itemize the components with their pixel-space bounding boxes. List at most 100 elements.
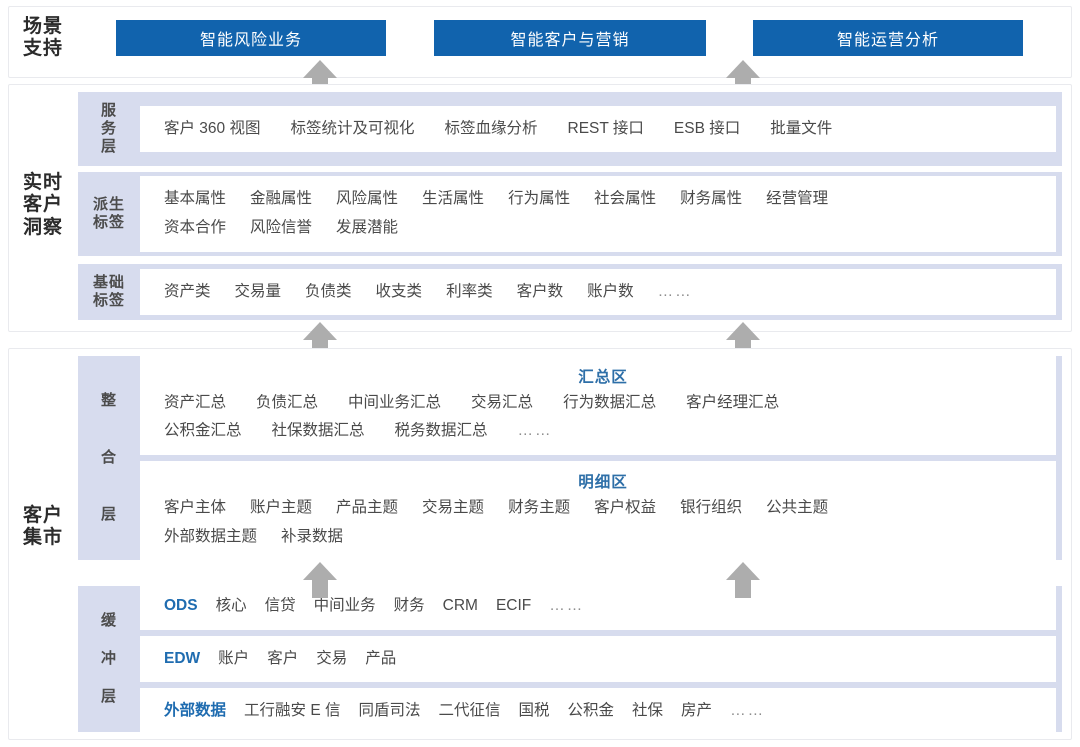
service-item[interactable]: 批量文件 xyxy=(770,119,833,137)
basic-tag-item[interactable]: 账户数 xyxy=(587,282,634,300)
detail-zone-box: 明细区 客户主体 账户主题 产品主题 交易主题 财务主题 客户权益 银行组织 公… xyxy=(140,461,1056,561)
detail-zone-item[interactable]: 客户权益 xyxy=(594,499,657,516)
service-item[interactable]: 客户 360 视图 xyxy=(164,119,261,137)
buffer-item[interactable]: 中间业务 xyxy=(313,597,376,614)
detail-zone-item[interactable]: 账户主题 xyxy=(250,499,313,516)
summary-zone-item[interactable]: 公积金汇总 xyxy=(164,422,242,440)
buffer-item[interactable]: 二代征信 xyxy=(438,702,501,720)
summary-zone-item[interactable]: 负债汇总 xyxy=(256,393,319,411)
buffer-item[interactable]: 财务 xyxy=(393,597,425,614)
buffer-source-tag-external[interactable]: 外部数据 xyxy=(164,702,227,720)
buffer-item[interactable]: 客户 xyxy=(267,649,299,667)
arrow-head xyxy=(726,562,760,580)
buffer-item[interactable]: 社保 xyxy=(632,702,664,720)
buffer-item[interactable]: 核心 xyxy=(215,597,247,614)
summary-zone-item[interactable]: 行为数据汇总 xyxy=(563,393,657,411)
service-item[interactable]: ESB 接口 xyxy=(673,119,741,137)
label-char: 服 xyxy=(100,102,117,119)
scene-button-risk-business[interactable]: 智能风险业务 xyxy=(116,20,386,56)
derived-tag-item[interactable]: 基本属性 xyxy=(164,190,227,208)
summary-zone-item[interactable]: 资产汇总 xyxy=(164,393,227,411)
derived-tag-item[interactable]: 财务属性 xyxy=(680,190,743,208)
service-layer-label: 服 务 层 xyxy=(78,92,140,166)
buffer-item[interactable]: 房产 xyxy=(681,702,713,720)
derived-tag-item[interactable]: 经营管理 xyxy=(766,190,829,208)
basic-tag-item[interactable]: 利率类 xyxy=(446,282,493,300)
basic-tag-item[interactable]: 负债类 xyxy=(305,282,352,300)
buffer-item[interactable]: 公积金 xyxy=(567,702,615,720)
group-label-scene-support: 场景 支持 xyxy=(10,16,76,61)
summary-zone-row-1: 资产汇总 负债汇总 中间业务汇总 交易汇总 行为数据汇总 客户经理汇总 xyxy=(164,389,1042,418)
group-label-realtime-insight: 实时 客户 洞察 xyxy=(10,172,76,239)
label-char: 整 xyxy=(100,391,117,409)
arrow-head xyxy=(303,562,337,580)
buffer-row-edw: EDW 账户 客户 交易 产品 xyxy=(140,635,1056,683)
buffer-source-tag-edw[interactable]: EDW xyxy=(164,649,201,667)
group-label-line: 客户 xyxy=(22,194,63,216)
derived-tag-item[interactable]: 资本合作 xyxy=(164,219,227,236)
detail-zone-item[interactable]: 财务主题 xyxy=(508,499,571,516)
detail-zone-item[interactable]: 产品主题 xyxy=(336,499,399,516)
buffer-item[interactable]: 国税 xyxy=(518,702,550,720)
buffer-item[interactable]: 账户 xyxy=(218,649,250,667)
detail-zone-item[interactable]: 公共主题 xyxy=(766,499,829,516)
detail-zone-item[interactable]: 客户主体 xyxy=(164,499,227,516)
arrow-stem xyxy=(312,580,328,598)
arrow-head xyxy=(726,322,760,340)
group-label-line: 支持 xyxy=(22,38,63,60)
scene-button-operations-analytics[interactable]: 智能运营分析 xyxy=(753,20,1023,56)
label-char: 层 xyxy=(100,138,117,155)
service-item[interactable]: 标签统计及可视化 xyxy=(290,119,415,137)
summary-zone-box: 汇总区 资产汇总 负债汇总 中间业务汇总 交易汇总 行为数据汇总 客户经理汇总 … xyxy=(140,355,1056,455)
detail-zone-item[interactable]: 交易主题 xyxy=(422,499,485,516)
detail-zone-item[interactable]: 外部数据主题 xyxy=(164,527,258,545)
detail-zone-row-1: 客户主体 账户主题 产品主题 交易主题 财务主题 客户权益 银行组织 公共主题 xyxy=(164,494,1042,523)
buffer-item[interactable]: 同盾司法 xyxy=(358,702,421,720)
arrow-head xyxy=(303,322,337,340)
derived-tag-item[interactable]: 风险信誉 xyxy=(250,219,313,236)
label-char: 层 xyxy=(100,506,117,524)
basic-tag-item[interactable]: 收支类 xyxy=(375,282,423,300)
buffer-item[interactable]: 信贷 xyxy=(264,597,296,614)
basic-tag-item[interactable]: 资产类 xyxy=(164,282,211,300)
service-item[interactable]: 标签血缘分析 xyxy=(444,119,538,137)
scene-button-customer-marketing[interactable]: 智能客户与营销 xyxy=(434,20,706,56)
buffer-item[interactable]: ECIF xyxy=(495,597,532,614)
summary-zone-item[interactable]: 税务数据汇总 xyxy=(394,422,488,440)
basic-tag-item[interactable]: 交易量 xyxy=(234,282,282,300)
derived-tag-item[interactable]: 社会属性 xyxy=(594,190,657,208)
derived-tags-rows: 基本属性 金融属性 风险属性 生活属性 行为属性 社会属性 财务属性 经营管理 … xyxy=(140,172,1062,256)
detail-zone-item[interactable]: 银行组织 xyxy=(680,499,743,516)
summary-zone-item[interactable]: 交易汇总 xyxy=(471,393,534,411)
summary-zone-item[interactable]: 客户经理汇总 xyxy=(686,393,780,411)
derived-tag-item[interactable]: 发展潜能 xyxy=(336,219,399,236)
derived-tag-item[interactable]: 行为属性 xyxy=(508,190,571,208)
summary-zone-item[interactable]: 中间业务汇总 xyxy=(348,393,442,411)
label-line: 派生 xyxy=(92,196,125,213)
buffer-item[interactable]: 工行融安 E 信 xyxy=(244,702,341,720)
group-label-line: 实时 xyxy=(22,172,63,193)
buffer-layer-rows: ODS 核心 信贷 中间业务 财务 CRM ECIF …… EDW 账户 客户 … xyxy=(140,583,1062,736)
derived-tag-item[interactable]: 金融属性 xyxy=(250,190,313,208)
derived-tag-item[interactable]: 风险属性 xyxy=(336,190,399,208)
buffer-ods-ellipsis: …… xyxy=(549,597,585,614)
label-line: 标签 xyxy=(92,292,125,309)
service-layer-box: 客户 360 视图 标签统计及可视化 标签血缘分析 REST 接口 ESB 接口… xyxy=(140,105,1056,153)
buffer-source-tag-ods[interactable]: ODS xyxy=(164,597,198,614)
buffer-item[interactable]: CRM xyxy=(442,597,478,614)
integration-layer-band: 整 合 层 汇总区 资产汇总 负债汇总 中间业务汇总 交易汇总 行为数据汇总 客… xyxy=(78,355,1062,561)
buffer-layer-label: 缓 冲 层 xyxy=(78,586,140,732)
derived-tag-item[interactable]: 生活属性 xyxy=(422,190,485,208)
derived-tags-box: 基本属性 金融属性 风险属性 生活属性 行为属性 社会属性 财务属性 经营管理 … xyxy=(140,176,1056,252)
buffer-item[interactable]: 交易 xyxy=(316,649,348,667)
service-item[interactable]: REST 接口 xyxy=(567,119,644,137)
detail-zone-item[interactable]: 补录数据 xyxy=(281,527,344,545)
detail-zone-title: 明细区 xyxy=(578,474,628,491)
summary-zone-item[interactable]: 社保数据汇总 xyxy=(271,422,365,440)
buffer-item[interactable]: 产品 xyxy=(365,649,397,667)
integration-layer-label: 整 合 层 xyxy=(78,356,140,560)
arrow-stem xyxy=(735,580,751,598)
summary-zone-ellipsis: …… xyxy=(517,422,553,440)
label-char: 务 xyxy=(100,120,117,137)
basic-tag-item[interactable]: 客户数 xyxy=(516,282,564,300)
